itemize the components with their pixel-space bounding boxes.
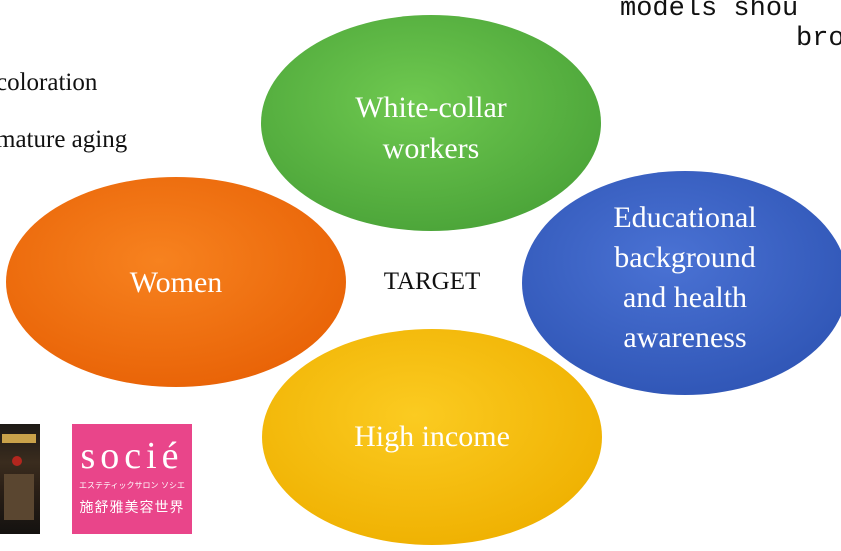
- node-income: High income: [262, 329, 602, 545]
- bullet-item-1: coloration: [0, 69, 98, 96]
- header-line-1: models shou: [620, 0, 799, 24]
- ellipse-women: [6, 177, 346, 387]
- label-education-4: awareness: [623, 321, 746, 354]
- header-text: models shou bro: [620, 0, 841, 54]
- socie-logo: socié エステティックサロン ソシエ 施舒雅美容世界: [72, 424, 192, 534]
- label-income: High income: [354, 420, 510, 453]
- label-women: Women: [130, 266, 223, 299]
- logo-brand: socié: [80, 435, 184, 477]
- bullet-item-2: mature aging: [0, 126, 128, 153]
- label-education-1: Educational: [613, 201, 756, 234]
- label-white-collar-1: White-collar: [355, 91, 507, 124]
- label-education-3: and health: [623, 281, 747, 314]
- center-label-target: TARGET: [384, 268, 481, 295]
- label-white-collar-2: workers: [383, 132, 480, 165]
- ellipse-education: [522, 171, 841, 395]
- node-education: Educational background and health awaren…: [522, 171, 841, 395]
- logo-kana: エステティックサロン ソシエ: [78, 481, 186, 490]
- ellipse-white-collar: [261, 15, 601, 231]
- label-education-2: background: [614, 241, 756, 274]
- ellipse-income: [262, 329, 602, 545]
- header-line-2: bro: [796, 24, 841, 54]
- node-women: Women: [6, 177, 346, 387]
- node-white-collar: White-collar workers: [261, 15, 601, 231]
- logo-chinese: 施舒雅美容世界: [79, 500, 185, 516]
- storefront-photo: [0, 424, 40, 534]
